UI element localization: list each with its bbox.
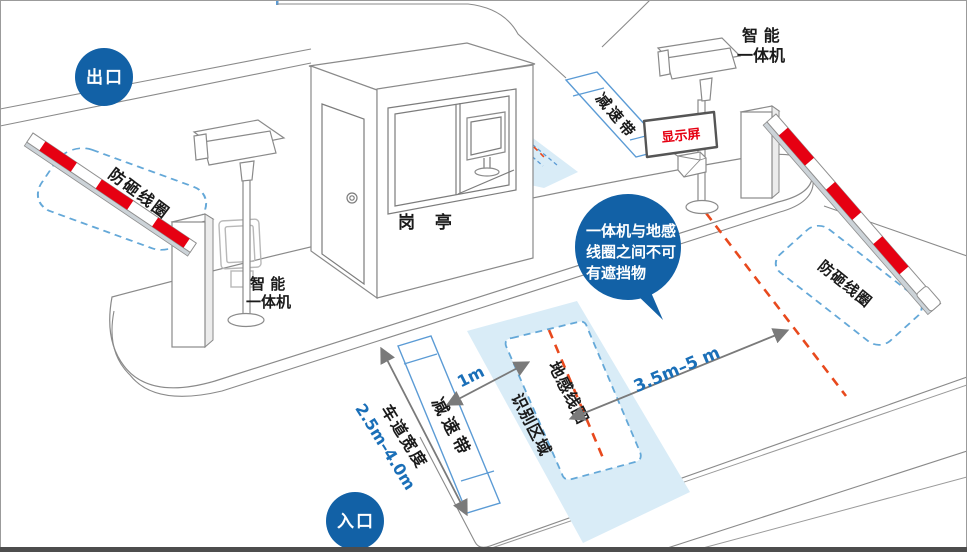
exit-arm-stripe-3 — [152, 217, 190, 248]
display-screen-panel — [642, 110, 719, 159]
exit-arm-stripe-1 — [39, 141, 77, 172]
display-screen-label: 显示屏 — [661, 127, 701, 146]
fork-right-curve — [601, 0, 651, 48]
callout-line2: 线圈之间不可 — [586, 243, 676, 261]
entrance-recognition-area: 地感线圈 识别区域 — [467, 301, 690, 543]
monitor-screen-inner — [470, 116, 502, 156]
entrance-arm-stripe-1 — [778, 127, 815, 166]
top-edge-tick — [276, 0, 279, 5]
entrance-right-curb-top — [419, 376, 967, 548]
monitor-screen — [466, 111, 506, 161]
callout-bubble: 一体机与地感 线圈之间不可 有遮挡物 — [575, 194, 681, 320]
booth-door — [321, 103, 365, 286]
exit-badge-label: 出口 — [86, 67, 124, 88]
frame-bottom-bar — [0, 547, 967, 552]
exit-badge-circle — [75, 48, 133, 106]
exit-arm-underside — [23, 141, 191, 257]
entrance-machine-label-line2: 一体机 — [737, 46, 785, 65]
exit-arm-stripe-2 — [95, 179, 134, 210]
exit-red-dash — [533, 146, 545, 158]
exit-barrier — [23, 132, 215, 349]
entrance-machine-label-line1: 智 能 — [742, 26, 780, 45]
entrance-camera-pole: 显示屏 智 能 一体机 — [642, 26, 785, 215]
booth-monitor — [466, 111, 506, 177]
exit-machine-label-line2: 一体机 — [246, 293, 291, 311]
exit-machine-label-line1: 智 能 — [250, 275, 285, 293]
entrance-camera-bracket — [699, 77, 713, 102]
entrance-arm-end-cap — [916, 286, 941, 312]
guard-booth: 岗 亭 — [308, 42, 536, 300]
entrance-arm-stripe-2 — [825, 181, 862, 220]
exit-camera-pole: 智 能 一体机 — [192, 119, 291, 328]
entrance-barrier-arm — [762, 113, 942, 316]
callout-line1: 一体机与地感 — [586, 222, 676, 240]
entrance-pole-base — [685, 199, 719, 215]
booth-door-handle-inner — [349, 195, 355, 201]
exit-camera-lens — [193, 133, 209, 161]
exit-screen-back-outer — [218, 218, 262, 270]
booth-desk-line — [457, 169, 515, 195]
entrance-badge-label: 入口 — [337, 512, 375, 532]
entrance-badge: 入口 — [326, 492, 384, 550]
callout-circle — [575, 194, 681, 300]
entrance-camera — [656, 37, 742, 102]
exit-barrier-arm — [23, 132, 198, 257]
callout-line3: 有遮挡物 — [586, 264, 646, 282]
monitor-stand — [483, 157, 491, 169]
booth-window-inner — [394, 95, 510, 207]
outer-curb-bottom — [687, 476, 967, 552]
machine-to-coil-value: 3.5m–5 m — [631, 343, 723, 397]
exit-camera — [192, 119, 286, 182]
island-curb-face — [111, 177, 814, 397]
entrance-anti-smash-label: 防砸线圈 — [814, 257, 875, 311]
entrance-speaker-box — [677, 151, 707, 178]
booth-label: 岗 亭 — [398, 212, 459, 233]
machine-reference-red-line — [704, 212, 848, 397]
entrance-right-curb-bottom — [482, 384, 967, 552]
top-right-road-curve — [277, 3, 567, 79]
outer-curb-top — [654, 450, 967, 552]
exit-badge: 出口 — [75, 48, 133, 106]
machine-to-coil-arrow — [568, 328, 790, 421]
booth-window-outer — [387, 88, 517, 215]
exit-reader-box — [230, 270, 254, 288]
booth-window-divider — [455, 103, 461, 195]
exit-pole-base — [227, 312, 265, 328]
exit-road-far-curb-top — [0, 48, 312, 110]
display-screen-sign: 显示屏 — [642, 110, 719, 159]
entrance-speaker-detail — [677, 152, 707, 178]
exit-screen-back-inner — [224, 224, 256, 264]
entrance-camera-lens — [657, 49, 671, 77]
exit-camera-bracket — [239, 160, 255, 182]
booth-door-handle — [346, 192, 358, 204]
entrance-arm-stripe-3 — [873, 236, 909, 275]
entrance-badge-circle — [326, 492, 384, 550]
lane-width-arrow — [380, 346, 468, 517]
exit-road-far-curb-bottom — [0, 62, 312, 127]
exit-barrier-post-side — [204, 213, 214, 349]
monitor-base — [474, 167, 500, 177]
entrance-barrier — [739, 105, 942, 316]
